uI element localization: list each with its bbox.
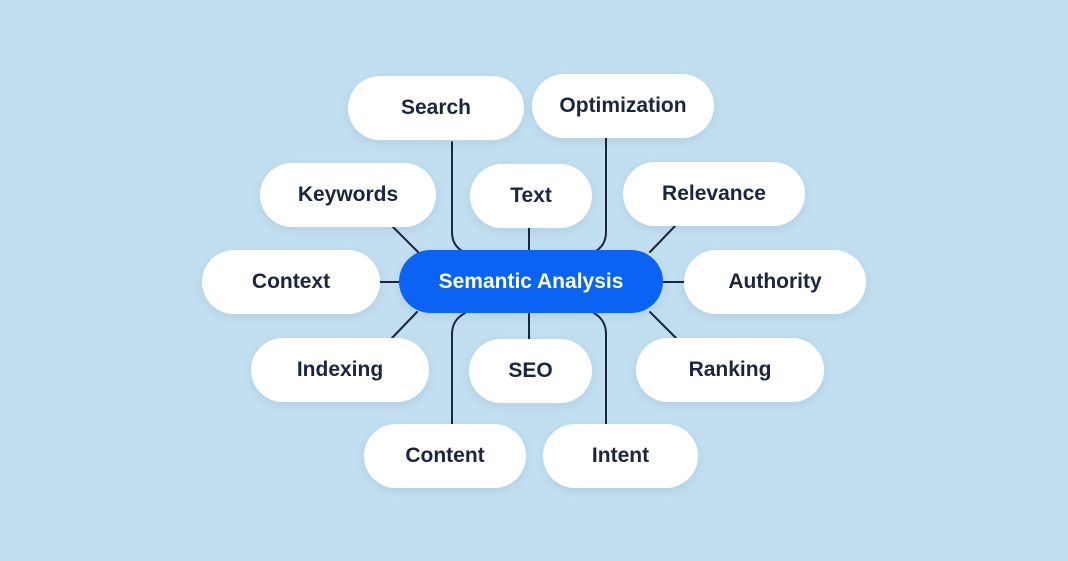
- node-relevance-label: Relevance: [662, 182, 766, 205]
- node-text: Text: [470, 164, 592, 228]
- center-node: Semantic Analysis: [399, 250, 663, 313]
- node-seo: SEO: [469, 339, 592, 403]
- node-relevance: Relevance: [623, 162, 805, 226]
- node-ranking: Ranking: [636, 338, 824, 402]
- node-search: Search: [348, 76, 524, 140]
- connector-intent: [593, 312, 607, 425]
- node-content: Content: [364, 424, 526, 488]
- connector-keywords: [391, 225, 419, 253]
- node-intent: Intent: [543, 424, 698, 488]
- node-indexing: Indexing: [251, 338, 429, 402]
- node-text-label: Text: [510, 184, 552, 207]
- node-context: Context: [202, 250, 380, 314]
- connector-ranking: [649, 311, 677, 339]
- node-optimization-label: Optimization: [559, 94, 687, 117]
- node-authority-label: Authority: [728, 270, 822, 293]
- connector-content: [451, 312, 466, 425]
- node-content-label: Content: [405, 444, 485, 467]
- node-ranking-label: Ranking: [688, 358, 772, 381]
- connector-relevance: [649, 224, 677, 253]
- node-optimization: Optimization: [532, 74, 714, 138]
- node-keywords: Keywords: [260, 163, 436, 227]
- node-seo-label: SEO: [508, 359, 553, 382]
- connector-indexing: [391, 311, 418, 339]
- center-node-label: Semantic Analysis: [438, 269, 624, 293]
- node-context-label: Context: [251, 270, 331, 293]
- node-search-label: Search: [400, 96, 472, 119]
- node-authority: Authority: [684, 250, 866, 314]
- connector-optimization: [593, 137, 607, 253]
- connector-search: [451, 141, 465, 253]
- node-intent-label: Intent: [591, 444, 650, 467]
- node-keywords-label: Keywords: [297, 183, 399, 206]
- node-indexing-label: Indexing: [296, 358, 384, 381]
